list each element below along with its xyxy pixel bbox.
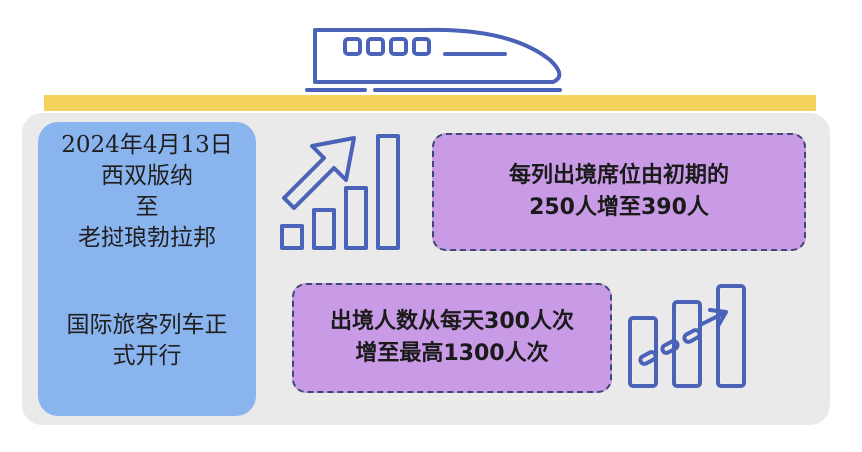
caption-line-2: 式开行	[112, 343, 182, 369]
date-text: 2024年4月13日	[61, 132, 233, 158]
seat-stat-box: 每列出境席位由初期的 250人增至390人	[432, 133, 806, 251]
date-route-card: 2024年4月13日 西双版纳 至 老挝琅勃拉邦 国际旅客列车正 式开行	[38, 122, 256, 416]
origin-text: 西双版纳	[101, 163, 193, 189]
destination-text: 老挝琅勃拉邦	[78, 225, 216, 251]
growth-chart-icon	[280, 134, 400, 250]
passenger-stat-box: 出境人数从每天300人次 增至最高1300人次	[292, 283, 612, 393]
passenger-stat-line-2: 增至最高1300人次	[355, 341, 549, 366]
caption-line-1: 国际旅客列车正	[66, 312, 228, 338]
seat-stat-line-1: 每列出境席位由初期的	[508, 163, 729, 188]
rail-bar	[44, 95, 816, 111]
passenger-stat-line-1: 出境人数从每天300人次	[330, 309, 574, 334]
to-text: 至	[135, 194, 159, 220]
link-arrow-chart-icon	[628, 284, 746, 388]
seat-stat-line-2: 250人增至390人	[529, 195, 709, 220]
train-icon	[305, 27, 562, 92]
